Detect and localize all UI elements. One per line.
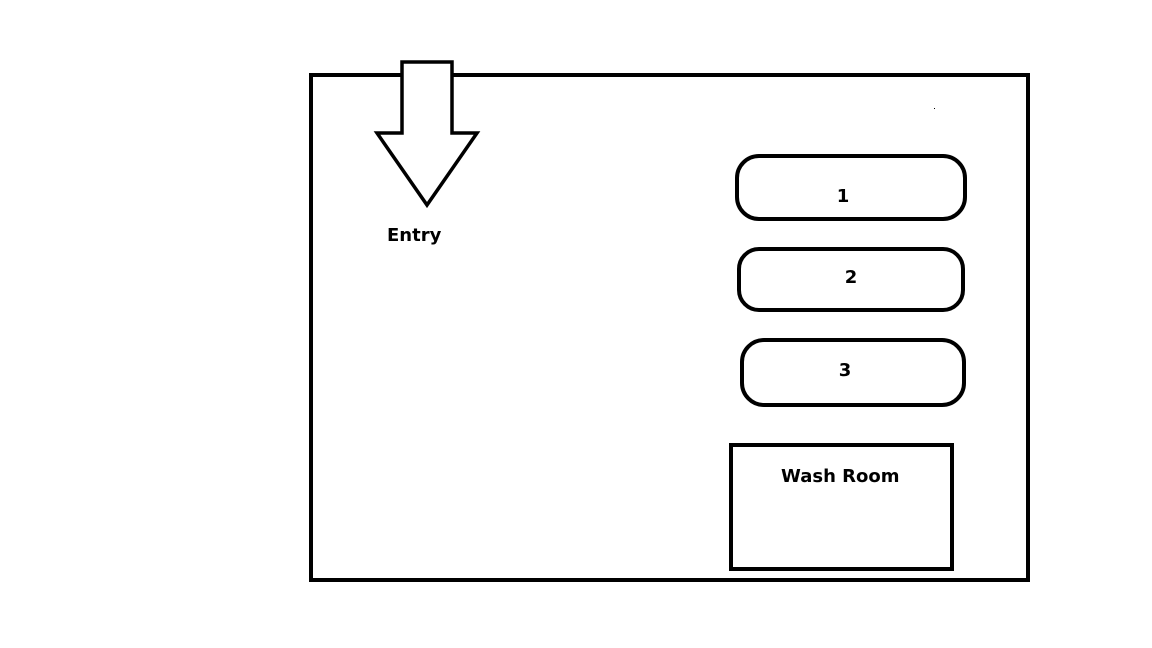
- bed-3-shape: [740, 338, 966, 407]
- washroom-shape: [729, 443, 954, 571]
- entry-arrow-icon: [373, 60, 481, 209]
- bed-3-label: 3: [838, 360, 852, 381]
- bed-2-shape: [737, 247, 965, 312]
- bed-2-label: 2: [844, 267, 858, 288]
- bed-1-label: 1: [836, 186, 850, 207]
- entry-label: Entry: [387, 225, 442, 246]
- room-outline: [309, 73, 1030, 582]
- bed-1-shape: [735, 154, 967, 221]
- washroom-label: Wash Room: [781, 466, 900, 487]
- stray-dot: [934, 108, 935, 109]
